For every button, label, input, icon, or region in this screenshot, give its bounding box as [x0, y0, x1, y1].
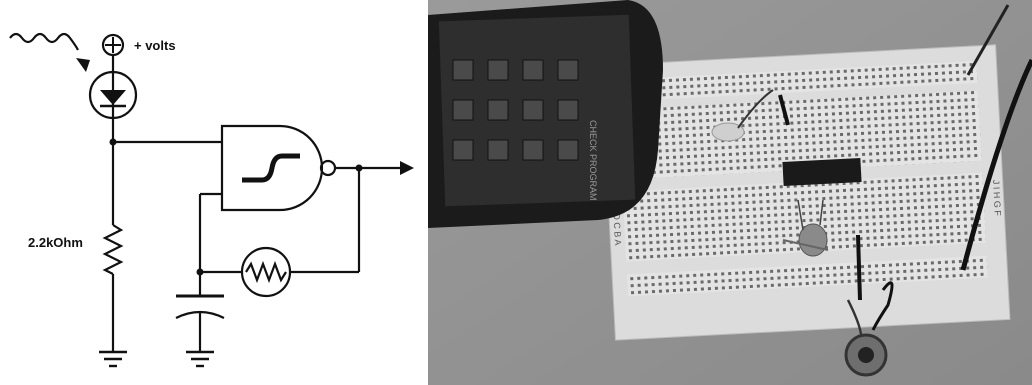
- ground-icon: [186, 350, 214, 368]
- thermistor-icon: [240, 246, 292, 298]
- ic-chip: [782, 157, 862, 187]
- resistor-label: 2.2kOhm: [28, 235, 83, 250]
- remote-control: CHECK PROGRAM: [428, 0, 663, 228]
- output-arrow-icon: [400, 161, 414, 175]
- supply-label: + volts: [134, 38, 176, 53]
- remote-caption: CHECK PROGRAM: [588, 120, 598, 201]
- supply-terminal-icon: [101, 33, 125, 57]
- resistor-icon: [102, 224, 124, 275]
- light-wave-icon: [9, 32, 90, 72]
- circuit-schematic: + volts 2.2kOhm: [9, 32, 414, 368]
- ground-icon: [99, 350, 127, 368]
- schmitt-nand-gate-icon: [220, 124, 337, 212]
- photodiode-icon: [88, 70, 138, 120]
- breadboard-photo: E D C B A J I H G F CHECK PROGRAM: [428, 0, 1032, 385]
- photodiode: [711, 122, 745, 142]
- row-letters-right: J I H G F: [991, 180, 1003, 217]
- breadboard: E D C B A J I H G F: [600, 44, 1011, 341]
